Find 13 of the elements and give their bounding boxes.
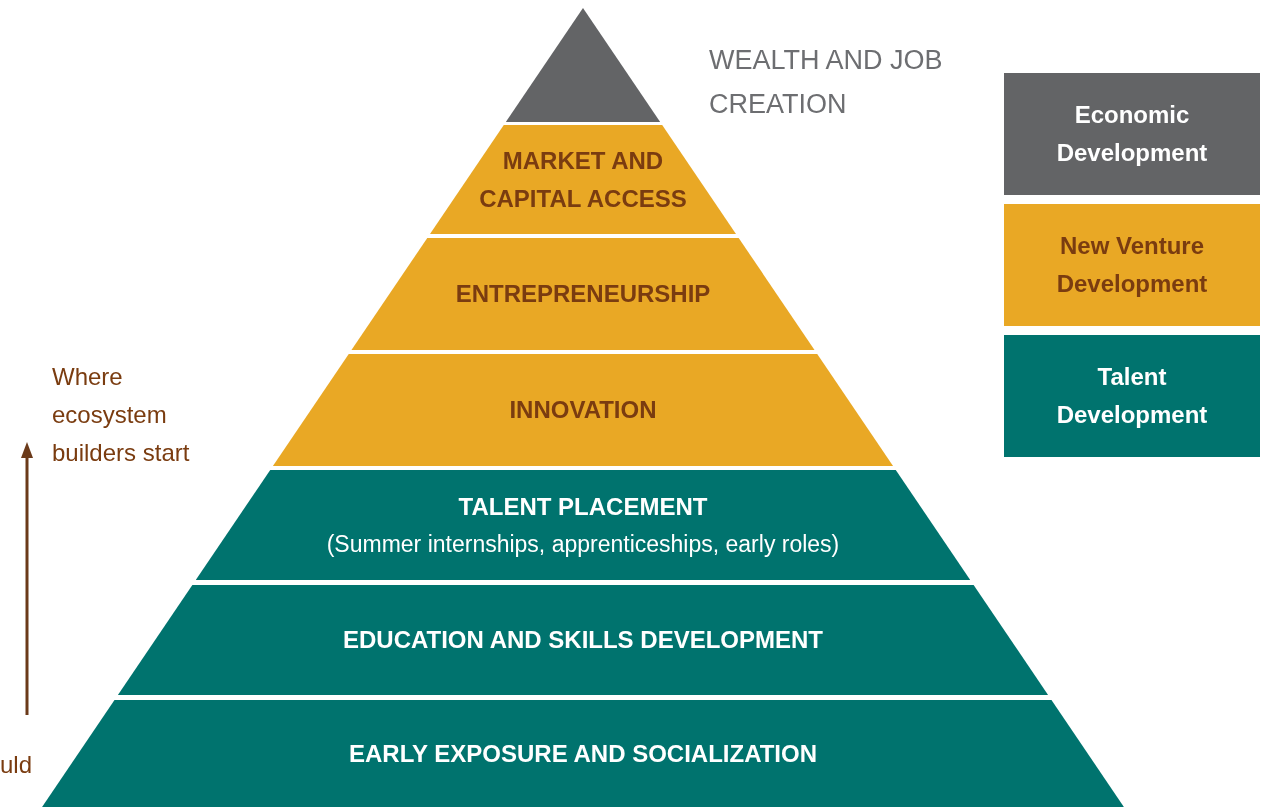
layer-label: MARKET AND CAPITAL ACCESS (478, 145, 688, 214)
layer-label: EARLY EXPOSURE AND SOCIALIZATION (348, 738, 817, 769)
layer-label: TALENT PLACEMENT (458, 492, 708, 522)
legend-label: Economic Development (1055, 100, 1209, 168)
layer-label: ENTREPRENEURSHIP (455, 279, 711, 309)
layer-label: INNOVATION (509, 395, 657, 425)
legend-label: New Venture Development (1055, 231, 1209, 299)
caption-text: WEALTH AND JOB CREATION (709, 44, 944, 121)
layer-label: EDUCATION AND SKILLS DEVELOPMENT (342, 625, 823, 655)
note-text: Where ecosystem builders start (52, 362, 191, 468)
layer-description: (Summer internships, apprenticeships, early roles) (326, 530, 840, 559)
legend-label: Talent Development (1055, 362, 1209, 430)
cut-off-text: uld (0, 750, 34, 780)
